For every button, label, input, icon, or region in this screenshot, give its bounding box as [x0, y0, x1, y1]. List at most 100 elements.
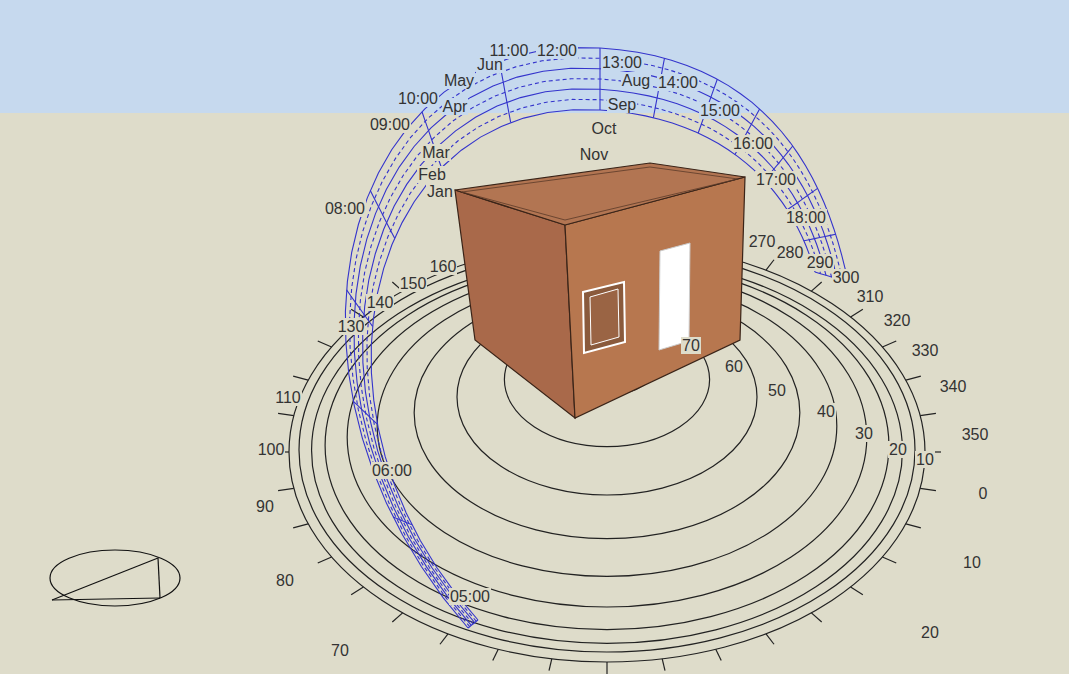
diagram-label: 06:00	[371, 462, 413, 479]
azimuth-tick	[851, 587, 863, 595]
hour-line	[468, 620, 478, 628]
house-roof	[455, 163, 745, 225]
diagram-label: 350	[961, 426, 990, 443]
month-arc	[371, 110, 815, 620]
diagram-label: 300	[832, 269, 861, 286]
compass-line	[158, 558, 160, 598]
azimuth-tick	[440, 634, 448, 644]
compass-ellipse	[50, 550, 180, 606]
azimuth-tick	[851, 309, 863, 317]
diagram-label: 80	[275, 572, 295, 589]
azimuth-tick	[293, 376, 308, 380]
diagram-label: 17:00	[755, 171, 797, 188]
azimuth-ring	[299, 248, 915, 652]
azimuth-tick	[293, 524, 308, 528]
azimuth-tick	[278, 488, 294, 490]
diagram-label: 150	[399, 275, 428, 292]
diagram-label: 0	[978, 485, 989, 502]
hour-line	[393, 517, 412, 525]
azimuth-tick	[278, 413, 294, 415]
azimuth-tick	[716, 649, 721, 660]
compass-icon	[50, 550, 180, 606]
diagram-label: Jun	[476, 56, 504, 73]
diagram-label: 280	[776, 244, 805, 261]
azimuth-tick	[920, 488, 936, 490]
azimuth-tick	[811, 282, 821, 291]
diagram-label: Aug	[621, 72, 651, 89]
diagram-label: 160	[429, 258, 458, 275]
azimuth-tick	[906, 524, 921, 528]
window-pane	[590, 289, 619, 345]
diagram-label: 09:00	[369, 116, 411, 133]
sun-path	[345, 48, 848, 628]
month-arc	[363, 89, 826, 623]
diagram-label: 70	[681, 337, 701, 354]
month-arc	[358, 79, 831, 624]
window	[583, 282, 625, 353]
altitude-ring	[377, 276, 837, 576]
diagram-label: 20	[920, 624, 940, 641]
diagram-label: 13:00	[601, 54, 643, 71]
hour-line	[804, 234, 836, 241]
azimuth-tick	[549, 659, 552, 671]
diagram-label: 290	[806, 254, 835, 271]
diagram-label: 20	[888, 441, 908, 458]
azimuth-tick	[811, 613, 821, 622]
diagram-label: 05:00	[449, 588, 491, 605]
diagram-label: 100	[257, 441, 286, 458]
hour-line	[353, 401, 377, 424]
diagram-label: 140	[366, 294, 395, 311]
azimuth-tick	[766, 260, 774, 270]
compass-line	[52, 558, 158, 600]
diagram-label: 70	[330, 642, 350, 659]
diagram-label: 10:00	[397, 90, 439, 107]
azimuth-tick	[766, 634, 774, 644]
azimuth-tick	[318, 341, 332, 347]
azimuth-tick	[882, 557, 896, 563]
diagram-label: 08:00	[324, 200, 366, 217]
azimuth-tick	[606, 662, 607, 674]
azimuth-tick	[351, 587, 363, 595]
diagram-label: 10	[962, 554, 982, 571]
door	[659, 243, 690, 350]
diagram-label: 90	[255, 498, 275, 515]
diagram-label: 15:00	[699, 102, 741, 119]
diagram-label: 110	[274, 389, 302, 406]
diagram-label: 18:00	[785, 209, 827, 226]
diagram-label: 340	[939, 378, 968, 395]
azimuth-tick	[392, 613, 402, 622]
diagram-label: 12:00	[536, 42, 578, 59]
compass-line	[52, 598, 160, 600]
altitude-rings	[273, 230, 941, 674]
diagram-label: Mar	[421, 144, 451, 161]
month-arc	[354, 68, 837, 625]
diagram-label: 14:00	[657, 74, 699, 91]
roof-edge	[462, 167, 738, 220]
altitude-ring	[312, 257, 903, 643]
month-arc	[345, 48, 848, 628]
diagram-label: 10	[915, 451, 935, 468]
altitude-ring	[325, 261, 889, 629]
azimuth-tick	[662, 659, 665, 671]
ground	[0, 113, 1069, 674]
diagram-label: May	[443, 72, 475, 89]
hour-line	[370, 191, 394, 239]
month-arc	[367, 99, 821, 621]
house	[455, 163, 745, 418]
hour-line	[787, 188, 817, 209]
diagram-label: 50	[767, 382, 787, 399]
azimuth-tick	[920, 413, 936, 415]
diagram-label: 330	[911, 342, 940, 359]
diagram-label: 130	[337, 318, 366, 335]
diagram-label: 30	[854, 425, 874, 442]
azimuth-tick	[493, 649, 498, 660]
diagram-label: 16:00	[732, 135, 774, 152]
azimuth-tick	[906, 376, 921, 380]
diagram-label: Oct	[591, 120, 618, 137]
house-left-wall	[455, 190, 575, 418]
sky	[0, 0, 1069, 113]
month-arc	[350, 58, 843, 627]
diagram-label: 270	[748, 233, 777, 250]
